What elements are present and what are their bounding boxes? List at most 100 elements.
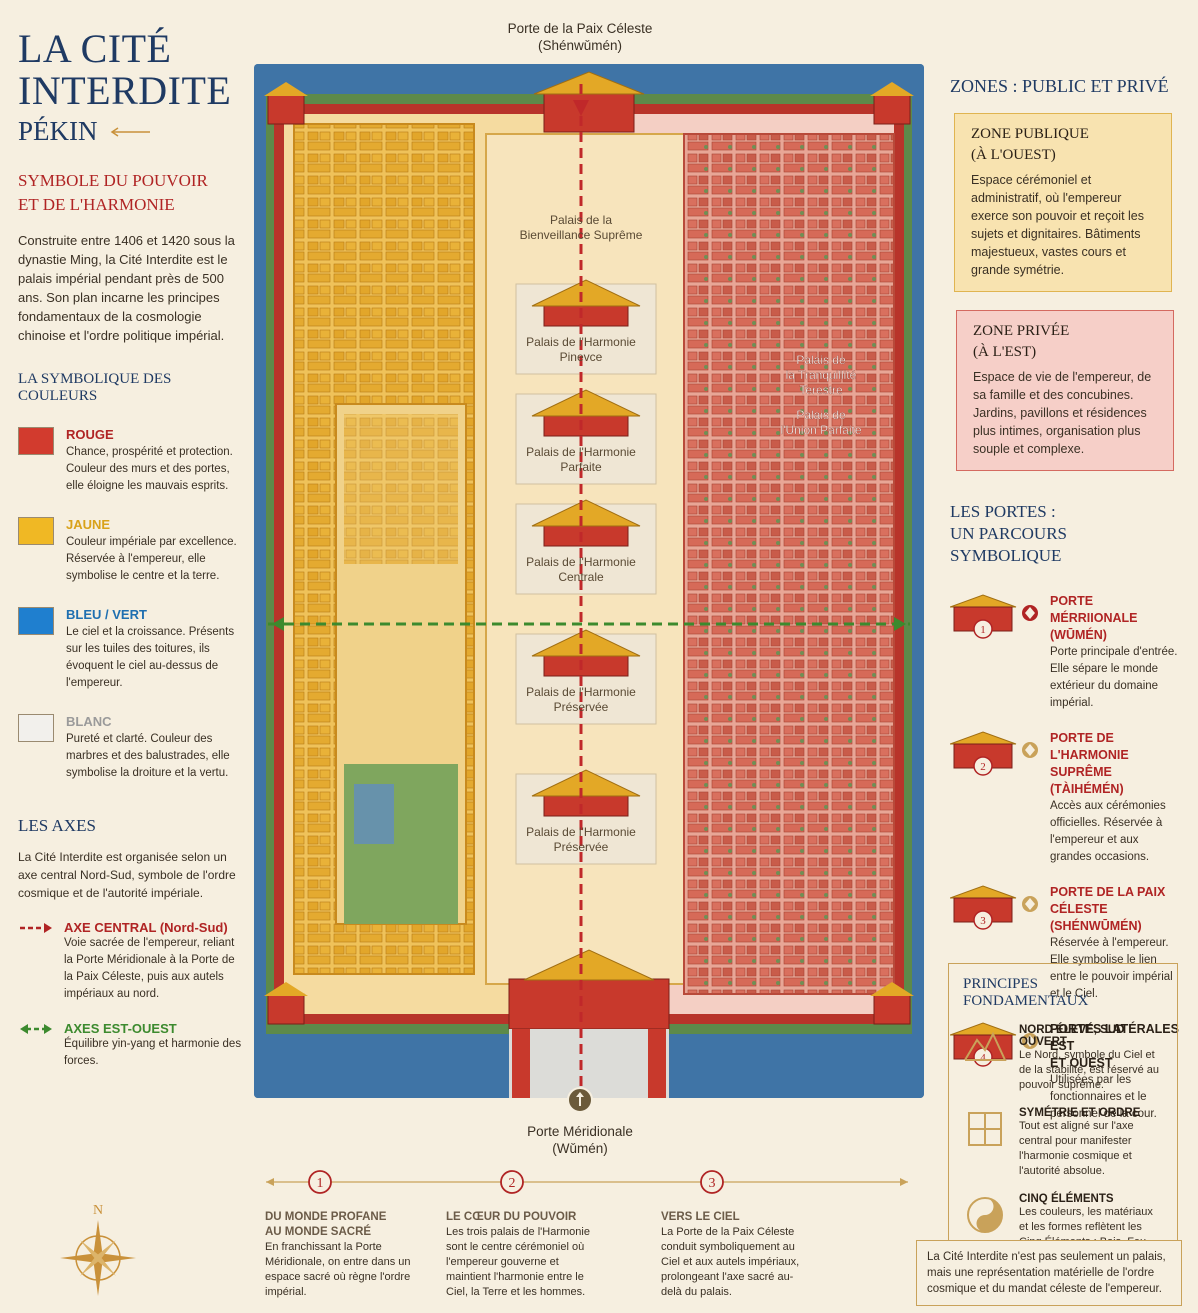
zone-subtitle: (À L'EST) — [973, 344, 1037, 360]
zone-description: Espace de vie de l'empereur, de sa famil… — [973, 370, 1152, 456]
color-swatch — [18, 607, 54, 635]
palace-label-line2: Centrale — [558, 570, 604, 584]
left-column: LA CITÉ INTERDITE PÉKIN SYMBOLE DU POUVO… — [18, 28, 243, 1070]
gate-name: PORTE DE L'HARMONIE — [1050, 731, 1129, 762]
private-zone-card: ZONE PRIVÉE(À L'EST)Espace de vie de l'e… — [956, 310, 1174, 471]
palace-label-line2: Parfaite — [560, 460, 602, 474]
palace-label-line2: Pinevce — [560, 350, 603, 364]
bottom-gate-name: Porte Méridionale — [527, 1124, 633, 1139]
east-palace-label-line: la Tranquillité — [786, 368, 857, 382]
palace-roof — [531, 279, 641, 307]
axes-text: La Cité Interdite est organisée selon un… — [18, 850, 236, 900]
bottom-gate-pinyin: (Wǔmén) — [552, 1141, 608, 1156]
gate-name-line2: (WŪMÉN) — [1050, 628, 1107, 642]
timeline-step: VERS LE CIEL La Porte de la Paix Céleste … — [661, 1210, 811, 1300]
gate-name: PORTE DE LA PAIX CÉLESTE — [1050, 885, 1166, 916]
public-zone-card: ZONE PUBLIQUE (À L'OUEST) Espace cérémonie… — [954, 113, 1172, 292]
bottom-gate-label: Porte Méridionale (Wǔmén) — [480, 1123, 680, 1157]
axis-legend-text: AXE CENTRAL (Nord-Sud)Voie sacrée de l'e… — [64, 920, 243, 1003]
timeline-step-title: LE CŒUR DU POUVOIR — [446, 1211, 577, 1223]
gate-illustration: 2 — [949, 731, 1038, 776]
color-description: Pureté et clarté. Couleur des marbres et… — [66, 733, 230, 779]
palace-label-line1: Palais de la — [550, 213, 612, 227]
grid-icon — [963, 1107, 1007, 1151]
color-swatch — [18, 714, 54, 742]
principle-name: NORD ÉLEVÉ, SUD OUVERT — [1019, 1024, 1125, 1048]
axis-description: Équilibre yin-yang et harmonie des force… — [64, 1038, 242, 1067]
east-palace-label-line: Terestre — [799, 383, 843, 397]
palace-hall — [543, 523, 629, 547]
timeline-step-description: Les trois palais de l'Harmonie sont le c… — [446, 1226, 590, 1298]
gate-description: Accès aux cérémonies officielles. Réserv… — [1050, 800, 1166, 863]
principle-description: Le Nord, symbole du Ciel et de la stabil… — [1019, 1049, 1160, 1091]
svg-text:1: 1 — [980, 624, 986, 636]
gate-name: PORTE MÉRRIIONALE — [1050, 594, 1138, 625]
palace-label-line1: Palais de l'Harmonie — [526, 445, 636, 459]
color-swatch — [18, 517, 54, 545]
compass-rose-icon: N — [60, 1203, 136, 1296]
color-swatch — [18, 427, 54, 455]
gate-name: PORTES LATÉRALES EST — [1050, 1022, 1179, 1053]
palace-hall — [543, 303, 629, 327]
intro-heading-line1: SYMBOLE DU POUVOIR — [18, 171, 208, 190]
timeline-step-description: La Porte de la Paix Céleste conduit symb… — [661, 1226, 800, 1298]
palace-label-line2: Préservée — [554, 700, 609, 714]
subtitle-row: PÉKIN — [18, 116, 243, 147]
color-description: Couleur impériale par excellence. Réserv… — [66, 536, 237, 582]
red-axis-arrow-icon — [18, 920, 54, 1003]
zone-description: Espace cérémoniel et administratif, où l… — [971, 173, 1145, 277]
timeline-step-circle — [700, 1170, 724, 1194]
right-column: ZONES : PUBLIC ET PRIVÉ ZONE PUBLIQUE (À … — [949, 76, 1180, 1123]
green-axis-arrow-icon — [18, 1021, 54, 1070]
timeline-step-circle — [308, 1170, 332, 1194]
main-title-line1: LA CITÉ — [18, 26, 172, 71]
timeline-step-title: VERS LE CIEL — [661, 1211, 740, 1223]
zone-title: ZONE PUBLIQUE — [971, 126, 1089, 142]
zones-heading: ZONES : PUBLIC ET PRIVÉ — [950, 76, 1169, 96]
compass-north-label: N — [93, 1203, 103, 1218]
zone-subtitle: (À L'OUEST) — [971, 147, 1056, 163]
timeline-step-number: 1 — [317, 1176, 324, 1191]
svg-text:4: 4 — [980, 1052, 986, 1064]
subtitle: PÉKIN — [18, 116, 98, 146]
timeline-step-description: En franchissant la Porte Méridionale, on… — [265, 1241, 411, 1298]
palace-label-line1: Palais de l'Harmonie — [526, 685, 636, 699]
principle-name: CINQ ÉLÉMENTS — [1019, 1193, 1114, 1205]
gate-name-line2: ET OUEST — [1050, 1056, 1113, 1070]
gates-heading-line1: LES PORTES : — [950, 502, 1056, 521]
top-gate-pinyin: (Shénwǔmén) — [537, 38, 623, 53]
principles-heading: PRINCIPES FONDAMENTAUX — [963, 976, 1089, 1009]
gate-name-line2: SUPRÊME (TÀIHÉMÉN) — [1050, 765, 1124, 796]
palace-label-line1: Palais de l'Harmonie — [526, 335, 636, 349]
color-description: Le ciel et la croissance. Présents sur l… — [66, 626, 235, 689]
gate-building-icon: 1 — [949, 593, 1042, 643]
palace-hall — [543, 793, 629, 817]
gate-illustration: 1 — [949, 594, 1038, 639]
gates-heading-line2: UN PARCOURS SYMBOLIQUE — [950, 524, 1067, 565]
palace-label-line2: Bienveillance Suprême — [520, 228, 643, 242]
palace-roof — [531, 629, 641, 657]
gate-item: 1 PORTE MÉRRIIONALE(WŪMÉN)Porte principa… — [949, 593, 1180, 712]
east-palace-label-line: l'Union Parfaite — [781, 423, 862, 437]
